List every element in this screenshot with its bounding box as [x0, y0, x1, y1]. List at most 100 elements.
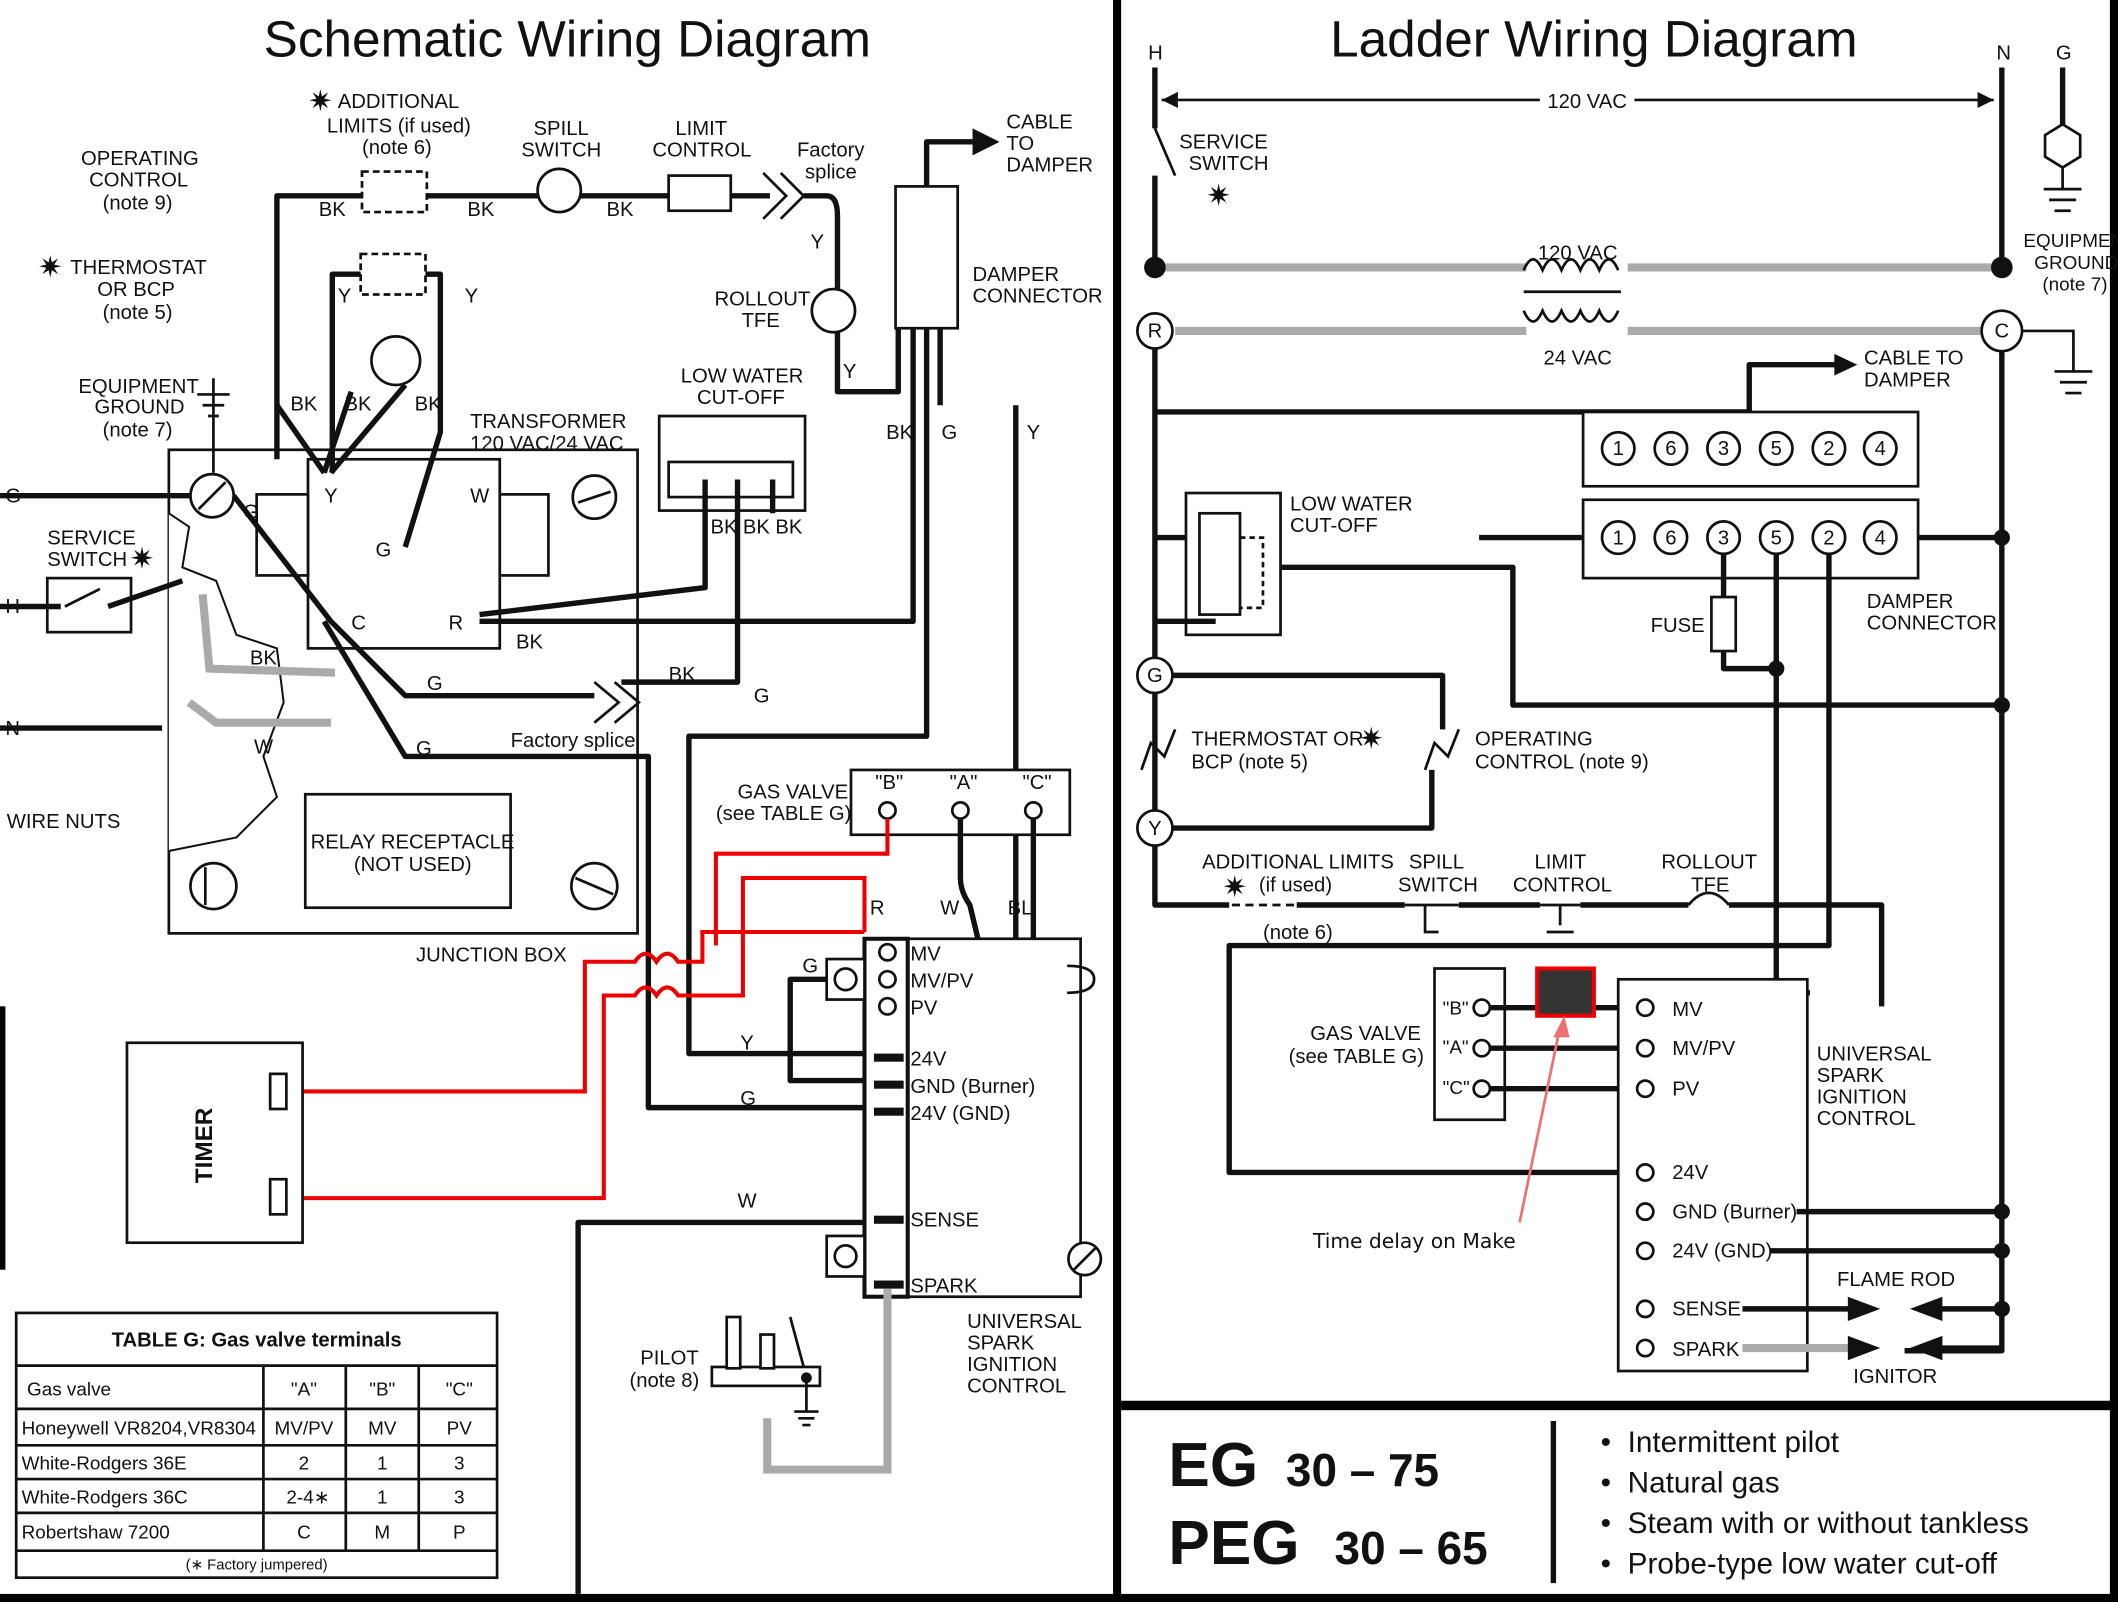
diagram-label: IGNITION: [967, 1354, 1057, 1376]
diagram-line: [574, 876, 614, 896]
diagram-label: (note 6): [1263, 922, 1333, 944]
diagram-label: BL: [1008, 897, 1033, 919]
diagram-label: CONTROL: [652, 140, 751, 162]
diagram-line: [873, 1280, 904, 1289]
diagram-line: [479, 479, 776, 685]
diagram-line: [1553, 1015, 1570, 1038]
diagram-label: splice: [805, 161, 857, 183]
diagram-label: EQUIPMENT: [2023, 231, 2118, 252]
diagram-line: [1161, 91, 1178, 109]
diagram-label: SPARK: [1672, 1339, 1740, 1361]
diagram-line: [873, 1080, 904, 1089]
diagram-line: [877, 942, 897, 962]
diagram-label: •: [1601, 1548, 1611, 1581]
diagram-label: 24V: [1672, 1162, 1709, 1184]
diagram-label: Y: [810, 232, 824, 254]
diagram-label: (see TABLE G): [1289, 1046, 1424, 1068]
diagram-line: [1706, 430, 1742, 467]
diagram-label: BCP (note 5): [1191, 752, 1308, 774]
diagram-label: SWITCH: [521, 140, 601, 162]
diagram-label: ✷: [1359, 722, 1384, 755]
diagram-line: [1909, 1296, 1943, 1322]
diagram-line: [950, 801, 970, 820]
diagram-label: PILOT: [640, 1347, 699, 1369]
screw-icon: [189, 861, 238, 911]
diagram-line: [833, 1244, 858, 1269]
model-peg: PEG: [1168, 1509, 1299, 1578]
diagram-line: [2022, 329, 2093, 395]
diagram-label: G: [2056, 42, 2072, 64]
diagram-line: [1635, 1202, 1655, 1222]
diagram-label: (note 7): [2042, 274, 2107, 295]
diagram-label: •: [1601, 1467, 1611, 1500]
relay-receptacle: [303, 792, 512, 910]
diagram-line: [1226, 553, 1832, 1176]
fuse-icon: [1710, 595, 1738, 653]
diagram-label: (note 8): [629, 1370, 699, 1392]
diagram-label: (note 7): [103, 419, 173, 441]
diagram-line: [1144, 256, 1166, 279]
diagram-line: [1635, 1038, 1655, 1058]
diagram-label: MV/PV: [275, 1419, 334, 1440]
diagram-label: SPARK: [910, 1276, 978, 1298]
diagram-line: [0, 578, 184, 610]
diagram-label: 1: [1613, 438, 1624, 460]
damper-connector-plug: [1581, 410, 1920, 488]
damper-connector: [894, 185, 960, 330]
diagram-label: GROUND: [2034, 253, 2118, 274]
diagram-line: [197, 378, 230, 473]
timer-wiring: [303, 818, 890, 1201]
table-title: TABLE G: Gas valve terminals: [112, 1330, 402, 1352]
diagram-line: [803, 193, 841, 291]
diagram-label: BK: [775, 517, 803, 539]
diagram-line: [686, 328, 930, 1057]
diagram-line: [1847, 1335, 1881, 1361]
diagram-line: [2043, 122, 2082, 170]
diagram-label: C: [1995, 321, 2010, 343]
diagram-line: [575, 1219, 865, 1594]
diagram-label: 3: [454, 1487, 465, 1508]
diagram-line: [1811, 430, 1847, 467]
diagram-line: [1489, 1004, 1638, 1092]
diagram-label: OPERATING: [81, 148, 199, 170]
diagram-label: "A": [950, 772, 978, 794]
diagram-line: [577, 490, 611, 504]
diagram-line: [788, 1316, 806, 1368]
diagram-label: 120 VAC: [1547, 91, 1627, 113]
diagram-label: CONNECTOR: [1867, 612, 1997, 634]
diagram-label: R: [448, 612, 463, 634]
diagram-label: CONTROL: [1513, 875, 1612, 897]
diagram-line: [787, 976, 865, 1084]
diagram-label: MV/PV: [1672, 1038, 1736, 1060]
diagram-label: "C": [1443, 1078, 1470, 1099]
diagram-label: CONTROL (note 9): [1475, 752, 1649, 774]
thermostat-switch: [359, 252, 427, 296]
diagram-label: (if used): [1259, 875, 1332, 897]
annotation-arrow: [1518, 1026, 1562, 1223]
diagram-label: "A": [291, 1379, 317, 1400]
rollout-switch: [810, 287, 857, 334]
diagram-label: N: [1996, 42, 2011, 64]
diagram-label: W: [940, 897, 960, 919]
diagram-line: [1153, 127, 1177, 177]
diagram-line: [0, 1006, 6, 1270]
diagram-label: LOW WATER: [681, 365, 804, 387]
feature-item: Intermittent pilot: [1628, 1426, 1840, 1459]
diagram-line: [168, 512, 285, 852]
diagram-label: W: [470, 485, 490, 507]
timer-label: TIMER: [191, 1107, 218, 1183]
diagram-line: [186, 699, 331, 727]
diagram-label: MV: [368, 1419, 397, 1440]
diagram-label: GAS VALVE: [738, 781, 849, 803]
diagram-label: "B": [1443, 998, 1469, 1019]
diagram-label: N: [5, 718, 20, 740]
table-footnote: (∗ Factory jumpered): [186, 1558, 328, 1574]
diagram-label: "A": [1443, 1038, 1469, 1059]
diagram-label: G: [1147, 665, 1163, 687]
diagram-line: [1172, 672, 1446, 831]
diagram-line: [1993, 1203, 2010, 1220]
diagram-label: "C": [1023, 772, 1052, 794]
diagram-line: [1240, 536, 1265, 610]
diagram-label: BK: [516, 631, 544, 653]
